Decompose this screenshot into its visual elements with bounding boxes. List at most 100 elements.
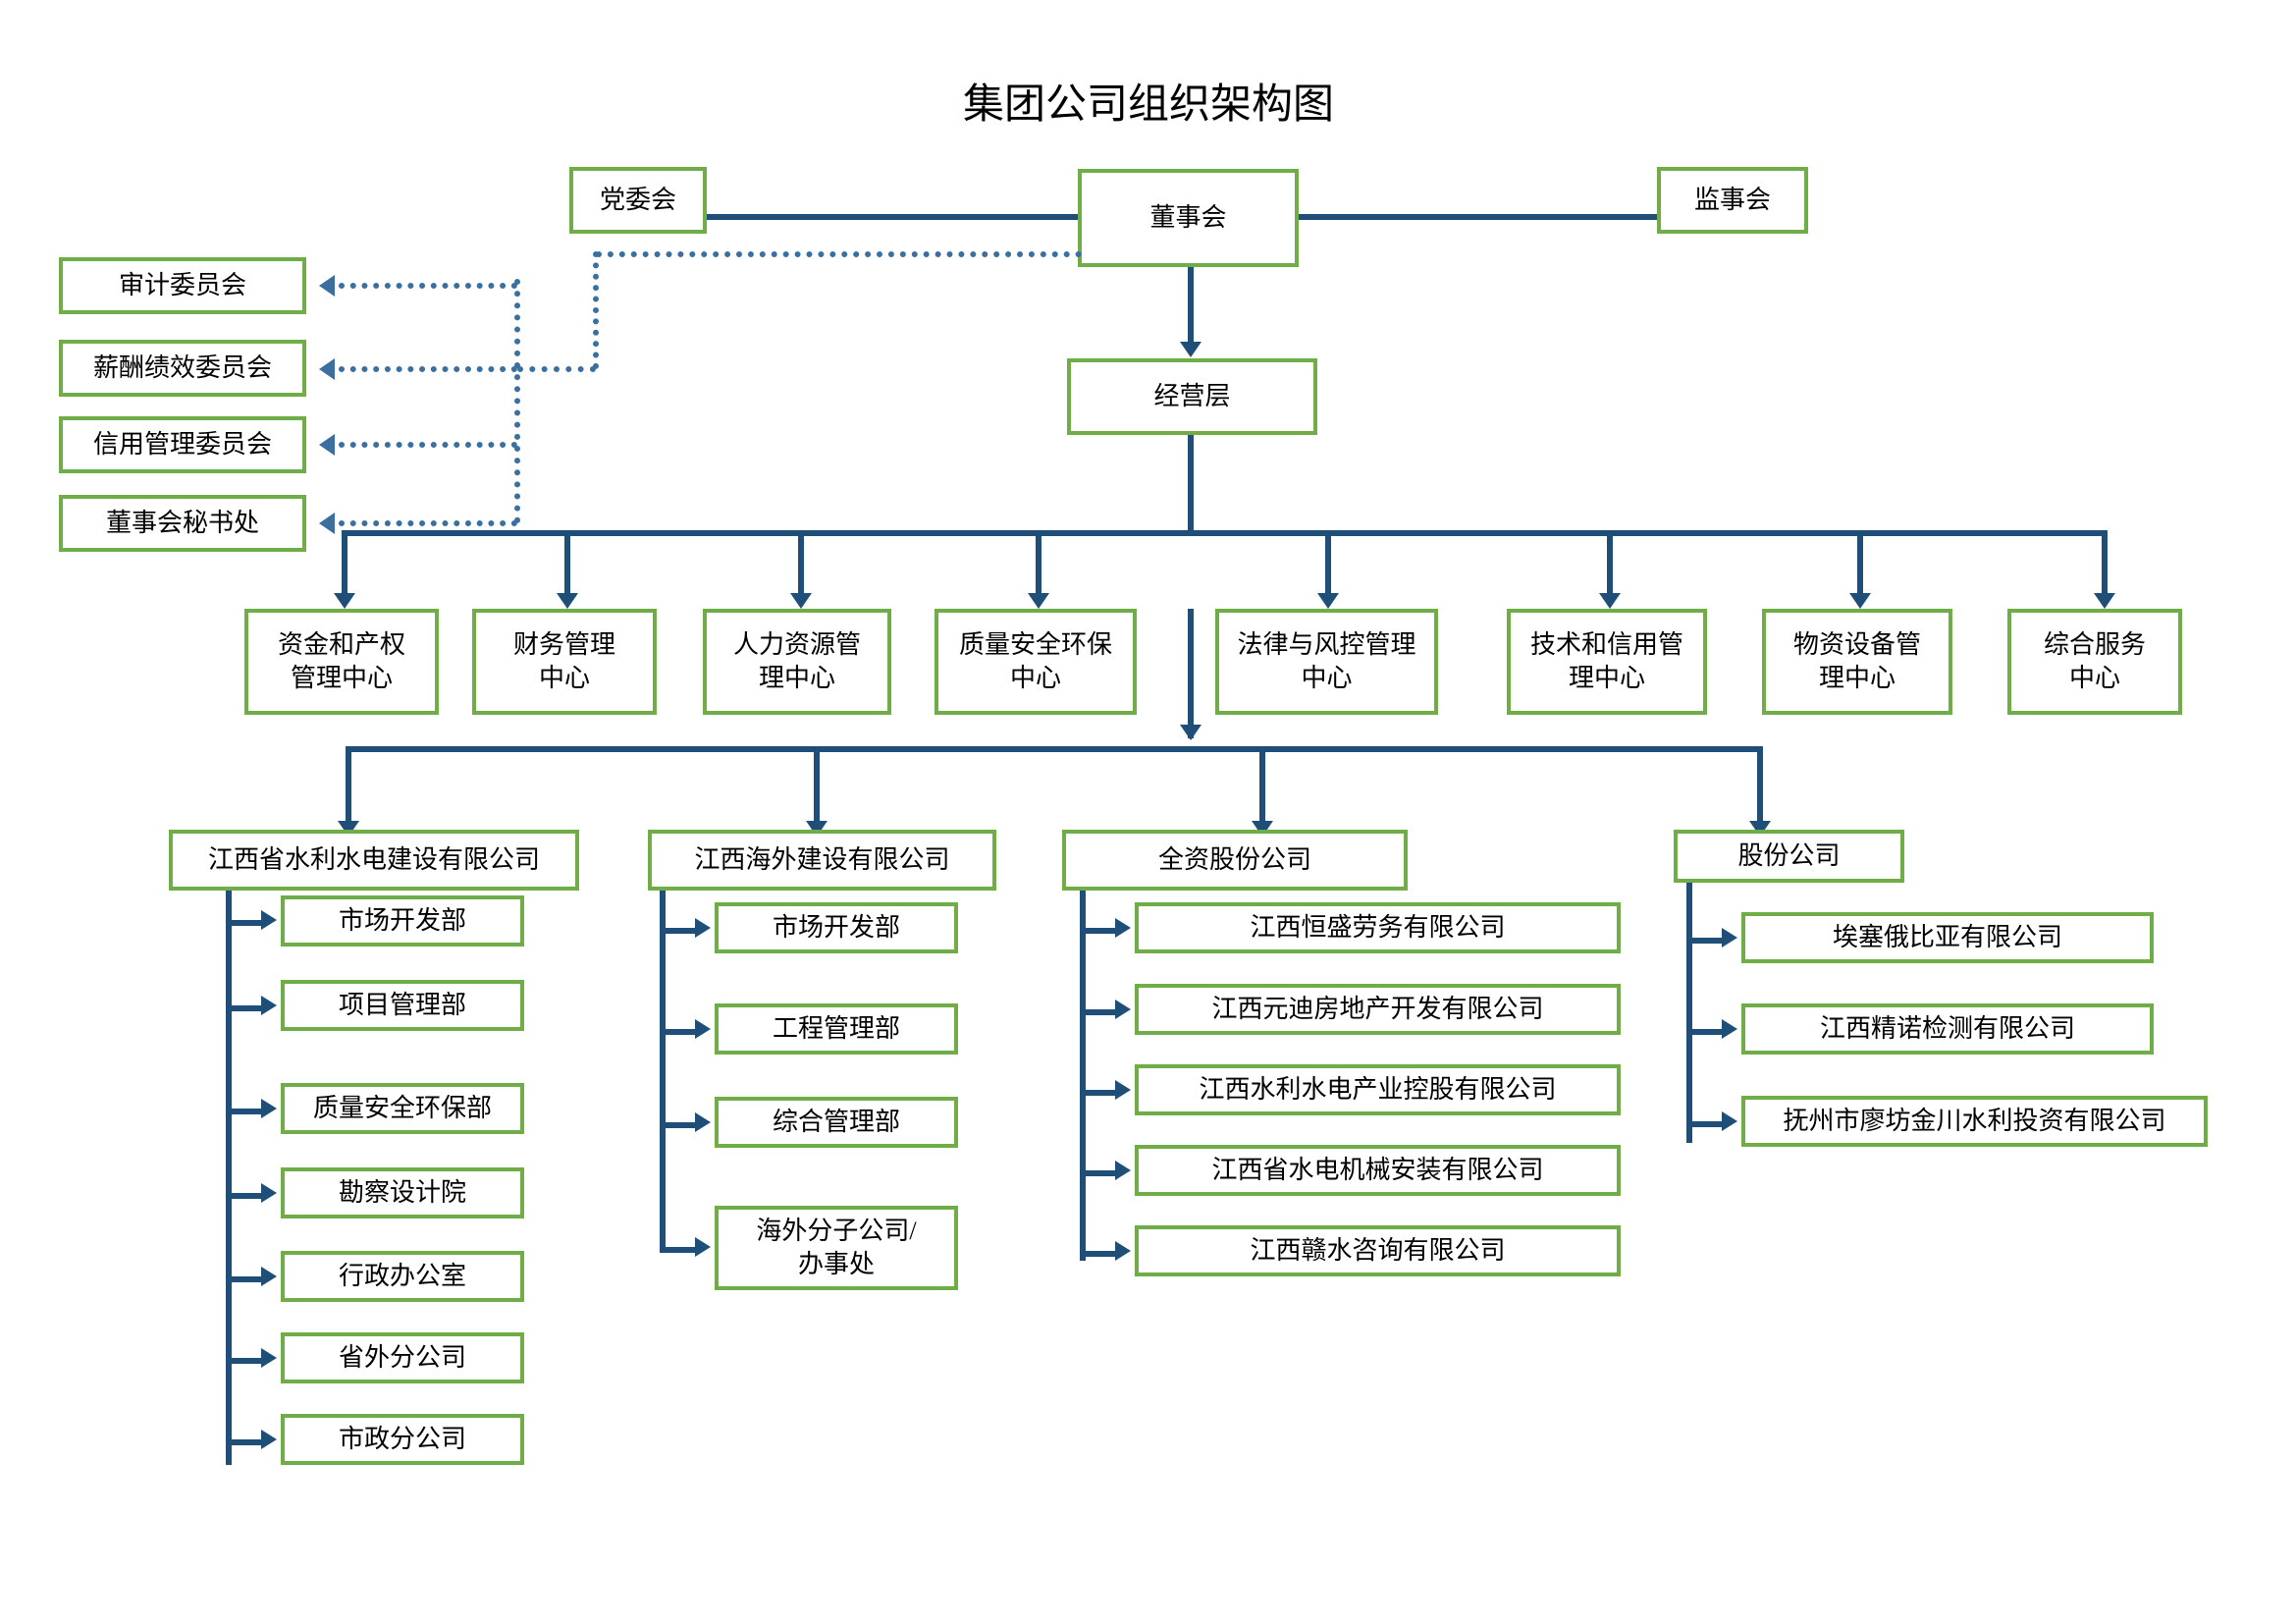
node-dept-project-management[interactable]: 项目管理部 — [281, 980, 524, 1031]
node-company-jingnuo-testing[interactable]: 江西精诺检测有限公司 — [1741, 1003, 2154, 1055]
branch-c3-4 — [1080, 1170, 1117, 1176]
drop-center-5 — [1325, 530, 1331, 597]
node-management-layer[interactable]: 经营层 — [1067, 358, 1317, 435]
dotted-board-branch-horizontal — [596, 251, 1082, 257]
node-center-legal-risk[interactable]: 法律与风控管理 中心 — [1215, 609, 1438, 715]
node-board-of-directors[interactable]: 董事会 — [1078, 169, 1299, 267]
connector-management-to-subsidiary-bus — [1188, 609, 1194, 738]
center-label-line2: 理中心 — [1568, 664, 1645, 692]
connector-management-down — [1188, 435, 1194, 530]
dotted-committee-trunk — [514, 279, 520, 523]
node-dept-general-management[interactable]: 综合管理部 — [715, 1097, 958, 1148]
node-committee-credit[interactable]: 信用管理委员会 — [59, 416, 306, 473]
branch-c2-1 — [660, 928, 697, 934]
node-company-water-power-holding[interactable]: 江西水利水电产业控股有限公司 — [1135, 1064, 1621, 1115]
node-dept-quality-safety-env[interactable]: 质量安全环保部 — [281, 1083, 524, 1134]
arrowhead-c1-5 — [261, 1267, 277, 1286]
node-center-funds-property[interactable]: 资金和产权 管理中心 — [244, 609, 439, 715]
bus-centers — [342, 530, 2108, 536]
node-company-hengsheng-labor[interactable]: 江西恒盛劳务有限公司 — [1135, 902, 1621, 953]
arrowhead-center-7 — [1849, 593, 1871, 609]
node-center-general-services[interactable]: 综合服务 中心 — [2007, 609, 2182, 715]
drop-center-3 — [798, 530, 804, 597]
node-company-hydro-machinery[interactable]: 江西省水电机械安装有限公司 — [1135, 1145, 1621, 1196]
arrowhead-c2-3 — [695, 1112, 711, 1132]
arrowhead-compensation — [319, 358, 335, 380]
node-dept-market-development-1[interactable]: 市场开发部 — [281, 895, 524, 947]
dotted-run-compensation — [339, 366, 517, 372]
center-label-line2: 中心 — [1009, 664, 1061, 692]
node-committee-compensation[interactable]: 薪酬绩效委员会 — [59, 340, 306, 397]
node-dept-admin-office[interactable]: 行政办公室 — [281, 1251, 524, 1302]
drop-center-1 — [342, 530, 347, 597]
node-company-ethiopia[interactable]: 埃塞俄比亚有限公司 — [1741, 912, 2154, 963]
node-center-hr[interactable]: 人力资源管 理中心 — [703, 609, 891, 715]
arrowhead-center-4 — [1028, 593, 1049, 609]
drop-center-7 — [1857, 530, 1863, 597]
arrowhead-c1-7 — [261, 1430, 277, 1449]
arrowhead-c3-4 — [1115, 1161, 1131, 1180]
drop-subsidiary-2 — [814, 746, 820, 825]
arrowhead-center-3 — [790, 593, 812, 609]
node-center-tech-credit[interactable]: 技术和信用管 理中心 — [1507, 609, 1707, 715]
branch-c2-4 — [660, 1247, 697, 1253]
node-center-materials-equipment[interactable]: 物资设备管 理中心 — [1762, 609, 1952, 715]
node-subsidiary-jiangxi-water-power[interactable]: 江西省水利水电建设有限公司 — [169, 830, 579, 891]
node-subsidiary-wholly-owned[interactable]: 全资股份公司 — [1062, 830, 1408, 891]
spine-subsidiary-3 — [1080, 891, 1086, 1261]
node-company-yuandi-realestate[interactable]: 江西元迪房地产开发有限公司 — [1135, 984, 1621, 1035]
branch-c1-3 — [226, 1109, 263, 1114]
drop-center-2 — [564, 530, 570, 597]
node-party-committee[interactable]: 党委会 — [569, 167, 707, 234]
connector-party-to-board — [707, 214, 1078, 220]
arrowhead-c2-2 — [695, 1019, 711, 1039]
node-dept-overseas-branches[interactable]: 海外分子公司/ 办事处 — [715, 1206, 958, 1290]
arrowhead-c1-3 — [261, 1099, 277, 1118]
arrowhead-to-subsidiary-bus — [1180, 725, 1201, 740]
center-label-line2: 理中心 — [1818, 664, 1896, 692]
dotted-run-audit — [339, 283, 517, 289]
node-center-quality-safety-env[interactable]: 质量安全环保 中心 — [934, 609, 1137, 715]
node-dept-survey-design-institute[interactable]: 勘察设计院 — [281, 1167, 524, 1218]
node-dept-out-of-province-branch[interactable]: 省外分公司 — [281, 1332, 524, 1383]
node-dept-engineering-management[interactable]: 工程管理部 — [715, 1003, 958, 1055]
arrowhead-c2-4 — [695, 1237, 711, 1257]
node-supervisory-board[interactable]: 监事会 — [1657, 167, 1808, 234]
center-label-line1: 质量安全环保 — [958, 630, 1112, 660]
arrowhead-c3-1 — [1115, 918, 1131, 938]
arrowhead-c3-5 — [1115, 1241, 1131, 1261]
arrowhead-c4-2 — [1722, 1019, 1737, 1039]
dept-label-line1: 海外分子公司/ — [756, 1217, 917, 1246]
node-company-liaofang-jinchuan[interactable]: 抚州市廖坊金川水利投资有限公司 — [1741, 1096, 2208, 1147]
spine-subsidiary-1 — [226, 891, 232, 1465]
branch-c1-7 — [226, 1439, 263, 1445]
arrowhead-c4-1 — [1722, 928, 1737, 947]
node-board-secretariat[interactable]: 董事会秘书处 — [59, 495, 306, 552]
center-label-line1: 人力资源管 — [732, 630, 861, 660]
center-label-line1: 技术和信用管 — [1529, 630, 1683, 660]
center-label-line2: 理中心 — [758, 664, 835, 692]
node-subsidiary-joint-stock[interactable]: 股份公司 — [1674, 830, 1904, 883]
drop-center-4 — [1036, 530, 1041, 597]
node-dept-market-development-2[interactable]: 市场开发部 — [715, 902, 958, 953]
branch-c1-2 — [226, 1005, 263, 1011]
spine-subsidiary-4 — [1686, 883, 1692, 1143]
center-label-line1: 综合服务 — [2043, 630, 2146, 660]
dotted-run-credit — [339, 442, 517, 448]
node-committee-audit[interactable]: 审计委员会 — [59, 257, 306, 314]
node-company-ganshui-consulting[interactable]: 江西赣水咨询有限公司 — [1135, 1225, 1621, 1276]
node-dept-municipal-branch[interactable]: 市政分公司 — [281, 1414, 524, 1465]
branch-c3-3 — [1080, 1090, 1117, 1096]
dept-label-line2: 办事处 — [797, 1250, 875, 1278]
node-subsidiary-jiangxi-overseas[interactable]: 江西海外建设有限公司 — [648, 830, 996, 891]
node-center-finance[interactable]: 财务管理 中心 — [472, 609, 657, 715]
branch-c2-3 — [660, 1122, 697, 1128]
branch-c1-6 — [226, 1358, 263, 1364]
branch-c3-2 — [1080, 1009, 1117, 1015]
branch-c2-2 — [660, 1029, 697, 1035]
arrowhead-credit — [319, 434, 335, 456]
arrowhead-c2-1 — [695, 918, 711, 938]
arrowhead-c1-4 — [261, 1183, 277, 1203]
branch-c4-3 — [1686, 1121, 1724, 1127]
arrowhead-center-1 — [334, 593, 355, 609]
